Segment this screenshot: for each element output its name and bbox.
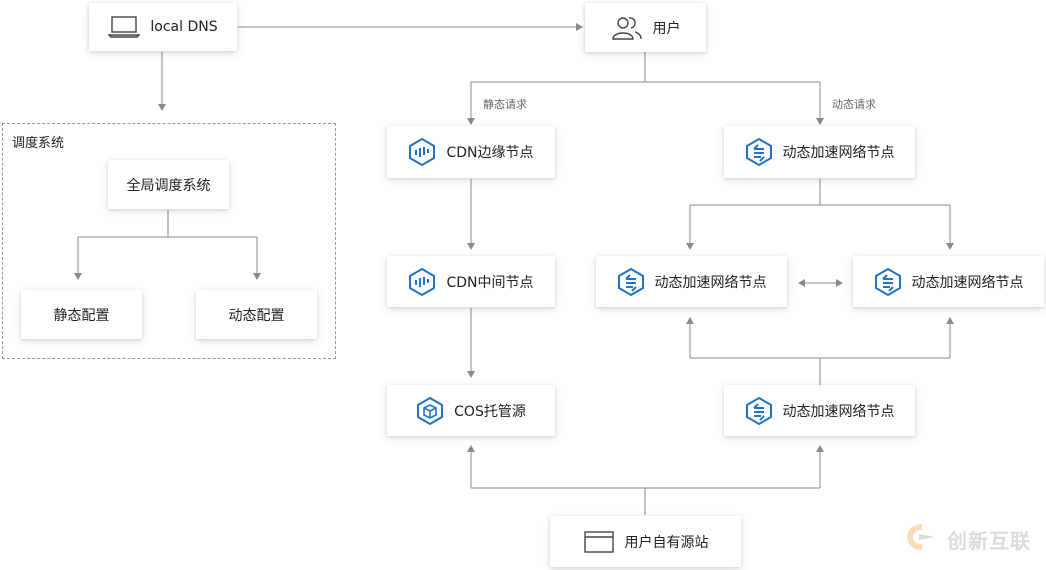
watermark: 创新互联: [905, 522, 1031, 557]
node-static-config[interactable]: 静态配置: [21, 290, 142, 339]
node-label: 动态加速网络节点: [654, 274, 767, 291]
static-request-label: 静态请求: [483, 98, 527, 111]
cdn-node-icon: [408, 137, 436, 167]
node-dynamic-bottom[interactable]: 动态加速网络节点: [724, 385, 915, 436]
edge-dynamic-bottom-split: [690, 357, 950, 385]
node-global-dispatch[interactable]: 全局调度系统: [108, 160, 229, 209]
node-label: 动态配置: [228, 307, 285, 324]
node-label: 静态配置: [53, 307, 110, 324]
node-label: 用户: [652, 20, 681, 37]
dispatch-system-group: [2, 123, 336, 359]
node-label: 动态加速网络节点: [911, 274, 1024, 291]
brand-logo-icon: [905, 522, 939, 557]
node-label: 全局调度系统: [126, 177, 211, 194]
users-icon: [611, 15, 643, 41]
node-label: 动态加速网络节点: [782, 145, 895, 161]
node-label: local DNS: [150, 19, 218, 35]
node-label: 用户自有源站: [624, 534, 709, 551]
laptop-icon: [108, 15, 141, 39]
node-origin[interactable]: 用户自有源站: [550, 516, 741, 567]
edge-user-split: [471, 52, 820, 83]
node-cdn-edge[interactable]: CDN边缘节点: [387, 126, 555, 178]
node-local-dns[interactable]: local DNS: [89, 3, 237, 51]
dynamic-acceleration-icon: [874, 267, 902, 297]
node-label: CDN中间节点: [446, 274, 534, 291]
dynamic-acceleration-icon: [745, 396, 773, 426]
watermark-text: 创新互联: [947, 529, 1031, 553]
node-dynamic-top[interactable]: 动态加速网络节点: [724, 126, 915, 178]
node-cos[interactable]: COS托管源: [387, 385, 555, 436]
node-label: COS托管源: [454, 403, 526, 420]
node-label: 动态加速网络节点: [782, 403, 895, 420]
node-label: CDN边缘节点: [446, 145, 534, 161]
dynamic-acceleration-icon: [745, 137, 773, 167]
browser-window-icon: [583, 529, 615, 555]
node-dynamic-right[interactable]: 动态加速网络节点: [853, 256, 1044, 307]
cdn-node-icon: [408, 267, 436, 297]
edge-dynamic-top-split: [690, 179, 950, 206]
edge-origin-split: [471, 487, 820, 515]
dispatch-system-title: 调度系统: [12, 136, 65, 151]
node-user[interactable]: 用户: [585, 3, 706, 52]
storage-cube-icon: [416, 396, 444, 426]
node-cdn-middle[interactable]: CDN中间节点: [387, 256, 555, 307]
dynamic-request-label: 动态请求: [832, 98, 876, 111]
dynamic-acceleration-icon: [617, 267, 645, 297]
node-dynamic-left[interactable]: 动态加速网络节点: [596, 256, 787, 307]
node-dynamic-config[interactable]: 动态配置: [196, 290, 317, 339]
